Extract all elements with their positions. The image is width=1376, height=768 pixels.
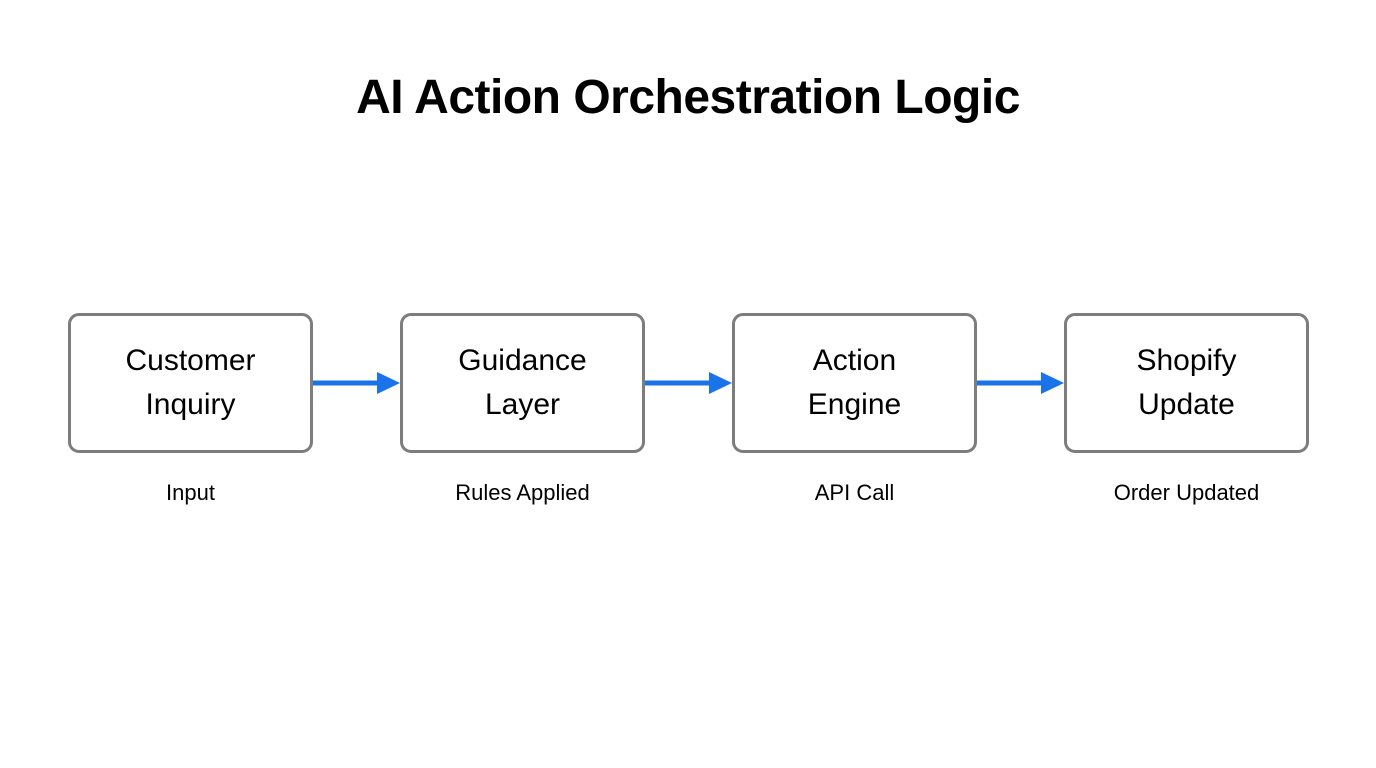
node-label: Shopify Update: [1136, 344, 1237, 421]
node-shopify-update[interactable]: Shopify Update: [1064, 313, 1309, 453]
node-action-engine[interactable]: Action Engine: [732, 313, 977, 453]
caption-slot-action-engine: API Call: [732, 478, 977, 508]
connector-2: [645, 371, 732, 395]
arrow-right-icon: [645, 372, 732, 394]
connector-3: [977, 371, 1064, 395]
flow-row: Customer Inquiry Guidance Layer Action E…: [68, 313, 1309, 453]
page-title: AI Action Orchestration Logic: [356, 71, 1020, 124]
node-customer-inquiry[interactable]: Customer Inquiry: [68, 313, 313, 453]
connector-1: [313, 371, 400, 395]
caption-row: Input Rules Applied API Call Order Updat…: [68, 478, 1309, 510]
node-caption: Order Updated: [1113, 480, 1260, 505]
node-caption: API Call: [814, 480, 895, 505]
node-label: Guidance Layer: [458, 344, 587, 421]
caption-slot-customer-inquiry: Input: [68, 478, 313, 508]
arrow-right-icon: [313, 372, 400, 394]
arrow-right-icon: [977, 372, 1064, 394]
caption-slot-guidance-layer: Rules Applied: [400, 478, 645, 508]
node-label: Action Engine: [807, 344, 902, 421]
node-guidance-layer[interactable]: Guidance Layer: [400, 313, 645, 453]
caption-slot-shopify-update: Order Updated: [1064, 478, 1309, 508]
node-label: Customer Inquiry: [125, 344, 256, 421]
node-caption: Rules Applied: [455, 480, 590, 505]
node-caption: Input: [166, 480, 215, 505]
